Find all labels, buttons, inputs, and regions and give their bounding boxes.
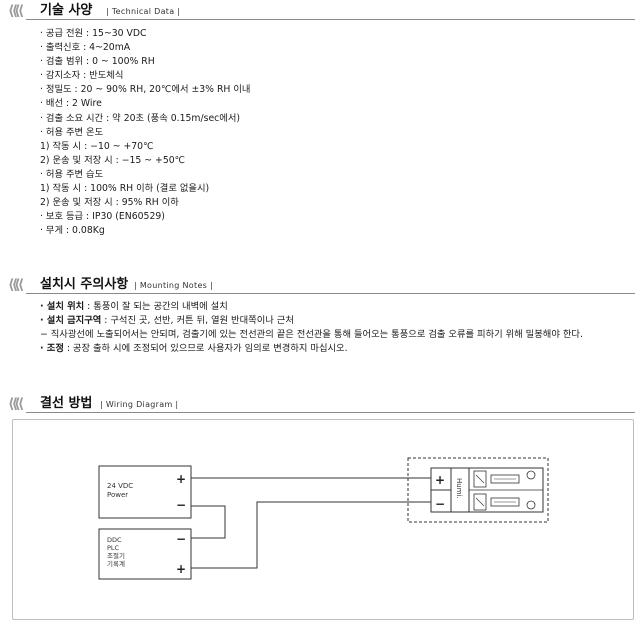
section-title: 결선 방법	[40, 396, 93, 411]
wiring-diagram-svg: 24 VDC Power + − DDC PLC 조절기 기록계 − + + −…	[98, 457, 549, 580]
mounting-hole-icon	[526, 470, 536, 480]
note-text: : 구석진 곳, 선반, 커튼 뒤, 열원 반대쪽이나 근처	[101, 315, 294, 326]
ddc-label: PLC	[107, 544, 120, 552]
wire-negative-link	[191, 505, 226, 539]
note-text: : 통풍이 잘 되는 공간의 내벽에 설치	[84, 301, 228, 312]
spec-item: · 검출 범위 : 0 ~ 100% RH	[40, 56, 155, 68]
section-divider	[26, 293, 635, 294]
note-item: · 설치 위치 : 통풍이 잘 되는 공간의 내벽에 설치	[40, 300, 583, 314]
note-text: : 공장 출하 시에 조정되어 있으므로 사용자가 임의로 변경하지 마십시오.	[63, 343, 348, 354]
double-chevron-left-icon: ⟪⟪	[8, 277, 24, 293]
spec-item: 2) 운송 및 저장 시 : 95% RH 이하	[40, 197, 179, 209]
section-header-wiring: ⟪⟪ 결선 방법 | Wiring Diagram |	[0, 397, 639, 413]
spec-item: · 무게 : 0.08Kg	[40, 225, 105, 237]
wire-return	[191, 501, 433, 569]
spec-item: · 배선 : 2 Wire	[40, 98, 102, 110]
humi-label: Humi.	[455, 478, 463, 499]
spec-item: · 출력신호 : 4~20mA	[40, 42, 131, 54]
notes-list: · 설치 위치 : 통풍이 잘 되는 공간의 내벽에 설치 · 설치 금지구역 …	[40, 300, 583, 356]
ddc-label: 기록계	[107, 559, 125, 568]
ddc-label: 조절기	[107, 551, 125, 560]
sensor-housing-outline	[407, 457, 549, 523]
section-title: 기술 사양	[40, 3, 93, 18]
spec-item: · 허용 주변 습도	[40, 168, 104, 180]
spec-item: 2) 운송 및 저장 시 : −15 ~ +50℃	[40, 154, 186, 166]
power-label: Power	[107, 491, 128, 499]
note-item: · 조정 : 공장 출하 시에 조정되어 있으므로 사용자가 임의로 변경하지 …	[40, 342, 583, 356]
spec-item: · 검출 소요 시간 : 약 20초 (풍속 0.15m/sec에서)	[40, 112, 241, 124]
ddc-label: DDC	[107, 536, 122, 544]
double-chevron-left-icon: ⟪⟪	[8, 3, 24, 19]
spec-list: · 공급 전원 : 15~30 VDC · 출력신호 : 4~20mA · 검출…	[40, 27, 250, 238]
sensor-plus-terminal: +	[435, 473, 445, 487]
section-header-mounting: ⟪⟪ 설치시 주의사항 | Mounting Notes |	[0, 278, 639, 294]
section-divider	[26, 412, 635, 413]
spec-item: · 공급 전원 : 15~30 VDC	[40, 28, 147, 39]
note-item: − 직사광선에 노출되어서는 안되며, 검출기에 있는 전선관의 끝은 전선관을…	[40, 328, 583, 342]
power-label: 24 VDC	[107, 482, 133, 490]
section-subtitle: | Technical Data |	[106, 7, 181, 16]
note-label: · 설치 위치	[40, 301, 85, 312]
plus-terminal: +	[176, 562, 186, 576]
section-header-technical: ⟪⟪ 기술 사양 | Technical Data |	[0, 4, 639, 20]
note-label: · 설치 금지구역	[40, 315, 102, 326]
minus-terminal: −	[176, 532, 186, 546]
power-supply-box	[98, 465, 192, 519]
section-subtitle: | Wiring Diagram |	[100, 400, 179, 409]
note-item: · 설치 금지구역 : 구석진 곳, 선반, 커튼 뒤, 열원 반대쪽이나 근처	[40, 314, 583, 328]
wiring-diagram: 24 VDC Power + − DDC PLC 조절기 기록계 − + + −…	[12, 419, 634, 620]
spec-item: 1) 작동 시 : 100% RH 이하 (결로 없을시)	[40, 183, 210, 195]
spec-item: · 허용 주변 온도	[40, 126, 104, 138]
section-divider	[26, 19, 635, 20]
section-subtitle: | Mounting Notes |	[134, 281, 213, 290]
spec-item: 1) 작동 시 : −10 ~ +70℃	[40, 140, 154, 152]
plus-terminal: +	[176, 472, 186, 486]
mounting-hole-icon	[526, 500, 536, 510]
note-text: − 직사광선에 노출되어서는 안되며, 검출기에 있는 전선관의 끝은 전선관을…	[40, 329, 583, 340]
double-chevron-left-icon: ⟪⟪	[8, 396, 24, 412]
spec-item: · 감지소자 : 반도체식	[40, 70, 124, 82]
sensor-minus-terminal: −	[435, 497, 445, 511]
minus-terminal: −	[176, 498, 186, 512]
spec-item: · 정밀도 : 20 ~ 90% RH, 20℃에서 ±3% RH 이내	[40, 84, 251, 96]
spec-item: · 보호 등급 : IP30 (EN60529)	[40, 211, 165, 223]
ddc-box	[98, 528, 192, 580]
note-label: · 조정	[40, 343, 64, 354]
section-title: 설치시 주의사항	[40, 277, 129, 292]
